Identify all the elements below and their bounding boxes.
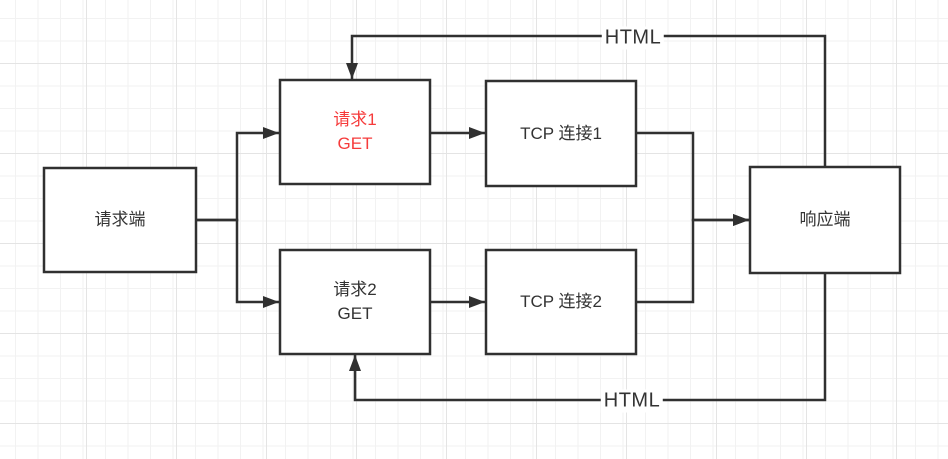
node-tcp1-box <box>484 79 638 188</box>
node-responder-box <box>748 165 902 275</box>
node-request1-box <box>278 78 432 186</box>
connector-responder-to-request1-html <box>346 34 827 167</box>
node-tcp2-box <box>484 248 638 356</box>
node-request2-box <box>278 248 432 356</box>
node-requester-box <box>42 166 198 274</box>
edge-label-html-bottom: HTML <box>600 389 664 413</box>
connector-tcp1-to-responder <box>636 131 749 226</box>
connector-requester-to-request2 <box>196 218 279 308</box>
connector-tcp2-to-responder <box>636 214 749 304</box>
connector-responder-to-request2-html <box>349 273 827 402</box>
connector-requester-to-request1 <box>196 127 279 222</box>
edge-label-html-top: HTML <box>601 26 665 50</box>
